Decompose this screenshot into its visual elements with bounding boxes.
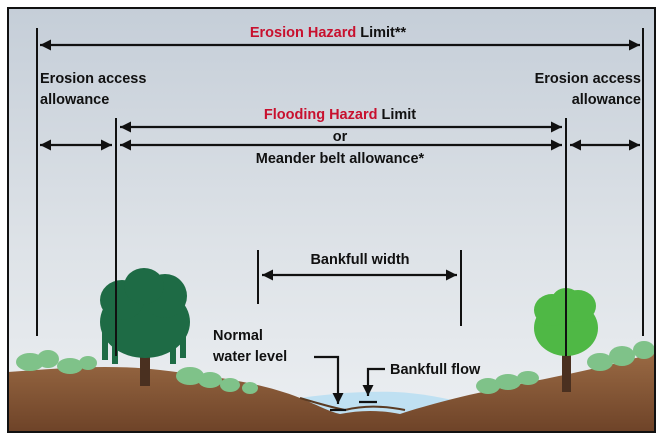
flooding-hazard-limit-label: Flooding Hazard Limit — [264, 107, 416, 123]
right-erosion-access-line2: allowance — [572, 92, 641, 108]
or-label: or — [333, 129, 348, 145]
right-shrubs — [476, 341, 655, 394]
normal-water-level-line2: water level — [212, 349, 287, 365]
left-erosion-access-line2: allowance — [40, 92, 109, 108]
left-shrubs — [16, 350, 258, 394]
river-banks-ground — [8, 352, 655, 432]
willow-tree — [100, 268, 190, 386]
bankfull-width-label: Bankfull width — [310, 252, 409, 268]
right-erosion-access-line1: Erosion access — [535, 71, 641, 87]
diagram-border — [7, 7, 656, 433]
boundary-lines — [36, 28, 644, 356]
erosion-hazard-limit-label: Erosion Hazard Limit** — [250, 25, 407, 41]
water-level-marks — [330, 400, 377, 412]
bankfull-flow-label: Bankfull flow — [390, 362, 481, 378]
left-erosion-access-line1: Erosion access — [40, 71, 146, 87]
normal-water-level-line1: Normal — [213, 328, 263, 344]
meander-belt-label: Meander belt allowance* — [256, 151, 425, 167]
bankfull-flow-pointer — [362, 367, 385, 396]
normal-water-level-pointer — [314, 355, 344, 404]
